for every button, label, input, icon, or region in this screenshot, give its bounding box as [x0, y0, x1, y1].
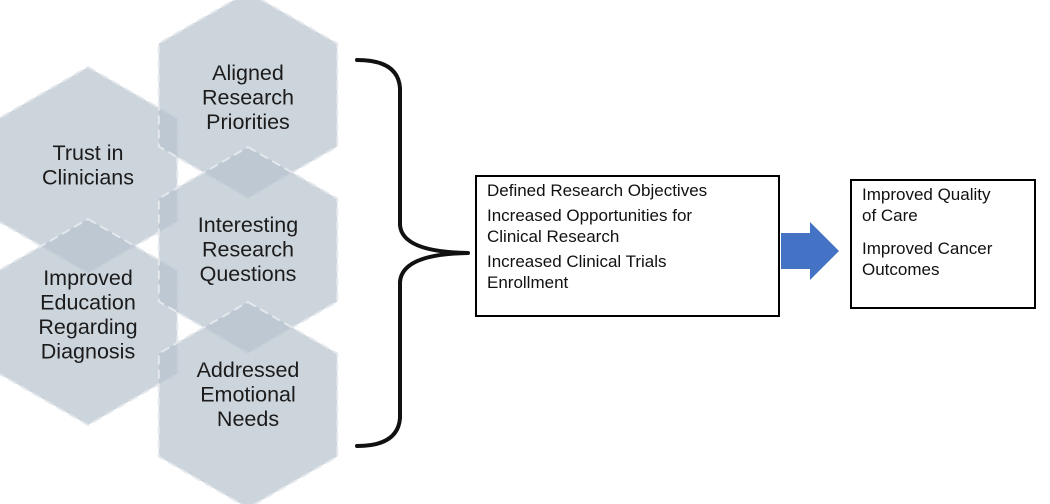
hexagon-label-line: Clinicians	[42, 166, 134, 190]
grouping-brace	[355, 58, 470, 448]
hexagon-label-line: Education	[40, 291, 136, 315]
hexagon-label-line: Interesting	[198, 213, 298, 237]
hexagon-label-line: Needs	[217, 407, 279, 431]
hexagon-label-line: Emotional	[200, 383, 296, 407]
outcomes-box: Improved Quality of Care Improved Cancer…	[850, 179, 1036, 309]
hexagon-label-line: Priorities	[206, 110, 290, 134]
hexagon-label-line: Research	[202, 86, 294, 110]
objective-item-3: Increased Clinical Trials Enrollment	[487, 252, 667, 292]
hexagon-emotional	[157, 300, 339, 504]
hexagon-label-line: Addressed	[197, 358, 300, 382]
hexagon-label-line: Questions	[200, 262, 297, 286]
hexagon-label-line: Diagnosis	[41, 340, 135, 364]
hexagon-label-line: Regarding	[38, 315, 137, 339]
outcome-item-2: Improved Cancer Outcomes	[862, 239, 993, 279]
hexagon-label-line: Improved	[43, 266, 133, 290]
hexagon-label-line: Aligned	[212, 61, 284, 85]
hexagon-label-line: Trust in	[53, 141, 124, 165]
objective-item-2: Increased Opportunities for Clinical Res…	[487, 206, 693, 246]
objectives-box: Defined Research Objectives Increased Op…	[475, 175, 780, 317]
objective-item-1: Defined Research Objectives	[487, 181, 708, 200]
right-arrow-icon	[781, 222, 839, 280]
outcome-item-1: Improved Quality of Care	[862, 185, 991, 225]
hexagon-label-line: Research	[202, 238, 294, 262]
